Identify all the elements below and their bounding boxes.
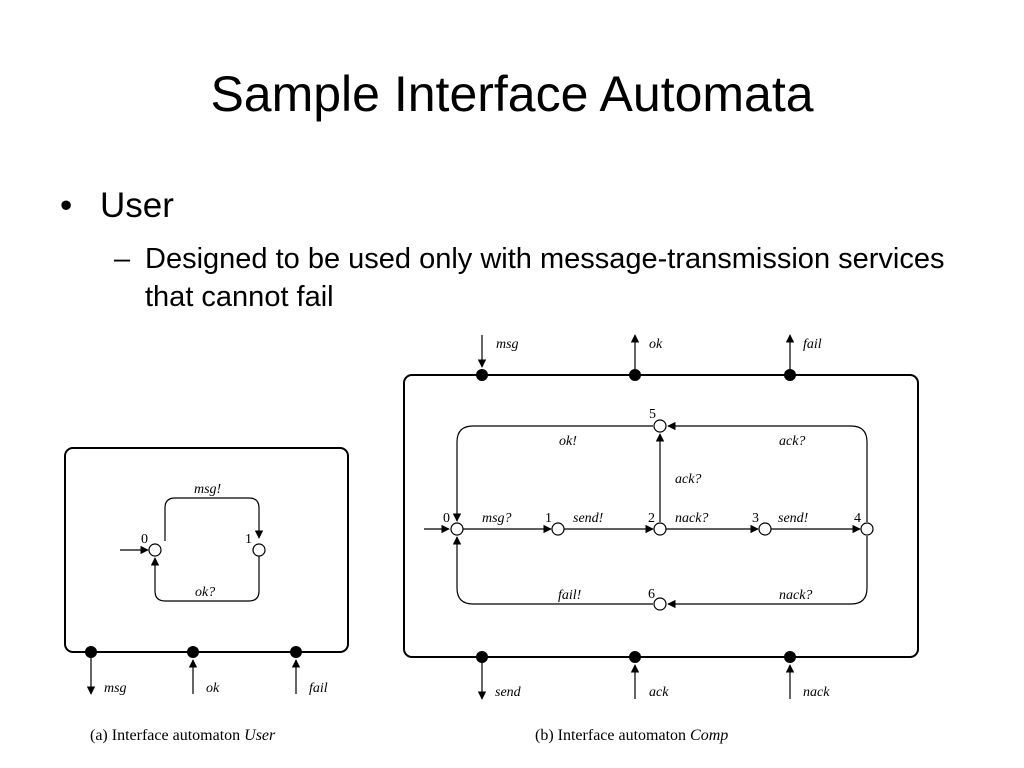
user-transition-label: ok? — [195, 585, 215, 600]
comp-state-1 — [551, 522, 565, 536]
comp-state-label: 5 — [649, 407, 656, 422]
comp-state-5 — [653, 419, 667, 433]
comp-port-label: fail — [803, 337, 822, 352]
comp-transition-fail — [452, 536, 653, 605]
comp-port-label: ok — [649, 337, 663, 352]
comp-port-dot — [629, 651, 641, 663]
comp-transition-label: fail! — [558, 588, 582, 603]
comp-state-label: 3 — [752, 511, 759, 526]
user-caption: (a) Interface automaton User — [90, 727, 276, 744]
comp-state-3 — [758, 522, 772, 536]
comp-port-label: nack — [803, 685, 830, 700]
comp-port-label: msg — [496, 337, 519, 352]
sub-bullet-text: Designed to be used only with message-tr… — [145, 243, 945, 313]
comp-state-label: 2 — [648, 511, 655, 526]
user-port-label: fail — [309, 681, 328, 696]
sub-bullet-item: – Designed to be used only with message-… — [114, 240, 974, 316]
bullet-symbol: • — [60, 186, 73, 225]
comp-port-dot — [784, 369, 796, 381]
diagram-comp: 0 1 2 3 4 5 6 msg? send! nack? send! ok!… — [403, 334, 919, 744]
user-port-label: ok — [206, 681, 220, 696]
user-port-dot — [187, 646, 199, 658]
user-transition-ok — [150, 556, 260, 602]
slide-title: Sample Interface Automata — [210, 66, 814, 122]
comp-transition-label: send! — [573, 511, 604, 526]
comp-boundary-box — [403, 374, 919, 658]
comp-transition-ok — [452, 425, 653, 522]
user-state-label: 0 — [141, 532, 148, 547]
comp-transition-label: ack? — [779, 434, 805, 449]
comp-transition-label: nack? — [675, 511, 708, 526]
bullet-text: User — [100, 186, 174, 225]
comp-port-dot — [476, 651, 488, 663]
comp-state-label: 1 — [545, 511, 552, 526]
comp-caption: (b) Interface automaton Comp — [535, 727, 728, 744]
diagram-user: 0 1 msg! ok? msg ok fail (a) Interface a… — [64, 447, 349, 744]
comp-port-dot — [629, 369, 641, 381]
bullet-item: • User — [60, 184, 174, 228]
comp-state-4 — [860, 522, 874, 536]
user-state-1 — [252, 543, 266, 557]
sub-bullet-symbol: – — [114, 243, 131, 275]
comp-transition-label: msg? — [482, 511, 512, 526]
user-port-label: msg — [104, 681, 127, 696]
comp-state-label: 4 — [854, 511, 861, 526]
comp-transition-label: nack? — [779, 588, 812, 603]
comp-port-dot — [784, 651, 796, 663]
comp-state-6 — [653, 597, 667, 611]
comp-transition-ack — [667, 421, 868, 522]
comp-state-0 — [450, 522, 464, 536]
user-boundary-box — [64, 447, 349, 653]
user-transition-label: msg! — [194, 482, 222, 497]
comp-port-dot — [476, 369, 488, 381]
comp-state-label: 6 — [648, 587, 655, 602]
user-transition-msg — [164, 497, 264, 541]
user-port-dot — [290, 646, 302, 658]
user-state-0 — [148, 543, 162, 557]
comp-port-label: ack — [649, 685, 669, 700]
comp-state-2 — [653, 522, 667, 536]
comp-state-label: 0 — [443, 511, 450, 526]
comp-transition-label: ack? — [675, 472, 701, 487]
comp-port-label: send — [495, 685, 522, 700]
comp-transition-nack — [667, 536, 868, 609]
user-port-dot — [85, 646, 97, 658]
comp-transition-label: send! — [778, 511, 809, 526]
user-state-label: 1 — [245, 532, 252, 547]
comp-transition-label: ok! — [559, 434, 577, 449]
